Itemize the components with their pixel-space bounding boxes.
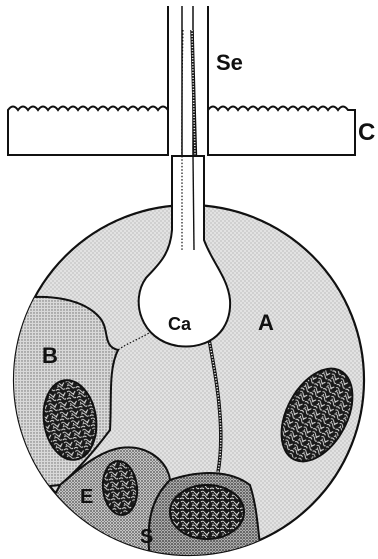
- nucleus-s: [170, 485, 244, 539]
- label-c: C: [358, 119, 375, 146]
- label-ca: Ca: [168, 314, 192, 334]
- cuticle-left-block: [8, 107, 168, 156]
- label-e: E: [80, 486, 93, 508]
- cuticle-right-block: [208, 107, 355, 156]
- label-s: S: [140, 526, 153, 548]
- label-se: Se: [216, 50, 243, 75]
- seta-shaft: [168, 6, 208, 156]
- label-b: B: [42, 343, 58, 368]
- label-a: A: [258, 310, 274, 335]
